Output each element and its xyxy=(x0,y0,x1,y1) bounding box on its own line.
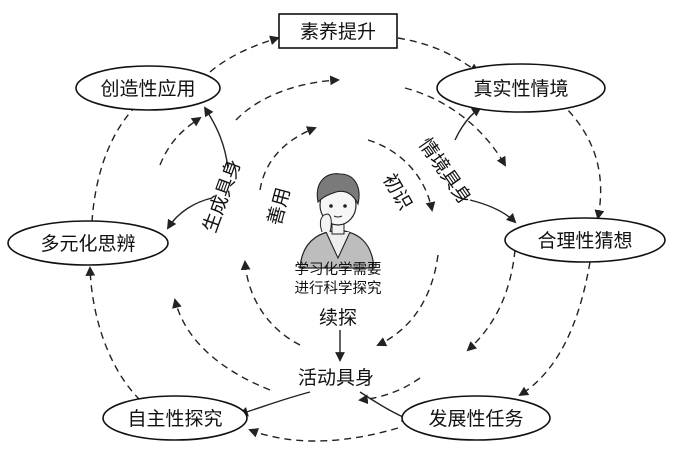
node-top-right-ellipse xyxy=(436,63,606,113)
outer-arrow-right-lower xyxy=(518,261,591,397)
solid-arrow-to-diverse xyxy=(166,197,213,230)
inner-arrow-bottom-right xyxy=(376,254,439,347)
inner-arrow-bottom-left xyxy=(240,260,301,346)
node-top: 素养提升 xyxy=(278,13,398,49)
inner-arrow-top-right xyxy=(367,139,436,212)
node-top-label: 素养提升 xyxy=(300,21,376,43)
node-bottom-left-ellipse xyxy=(102,395,248,441)
student-illustration xyxy=(299,173,375,269)
outer-arrow-top-left xyxy=(209,35,280,73)
middle-arrow-right xyxy=(466,249,516,352)
node-bottom-left: 自主性探究 xyxy=(102,395,248,441)
center-caption-line-2: 进行科学探究 xyxy=(295,280,382,297)
outer-arrow-left-upper xyxy=(91,100,142,223)
student-collar xyxy=(325,231,351,260)
middle-arrow-top-right xyxy=(404,87,506,167)
node-top-right: 真实性情境 xyxy=(436,63,606,113)
word-continue-explore: 续探 xyxy=(319,307,357,329)
student-hand xyxy=(319,213,332,233)
node-top-left-ellipse xyxy=(75,65,221,111)
student-mouth xyxy=(333,215,343,218)
node-bottom-right: 发展性任务 xyxy=(401,395,551,441)
node-top-right-label: 真实性情境 xyxy=(473,78,568,100)
node-bottom-left-label: 自主性探究 xyxy=(127,408,222,430)
student-eye-left xyxy=(329,204,333,208)
outer-cycle xyxy=(85,35,605,442)
node-mid-left-ellipse xyxy=(7,220,169,266)
word-first-know: 初识 xyxy=(378,170,416,214)
outer-arrow-bottom xyxy=(248,427,399,442)
middle-arrow-left xyxy=(159,116,202,166)
node-mid-right: 合理性猜想 xyxy=(504,217,666,263)
student-eye-right xyxy=(343,204,347,208)
node-top-left-label: 创造性应用 xyxy=(100,78,195,100)
node-mid-right-label: 合理性猜想 xyxy=(537,230,632,252)
middle-arrow-bottom-right xyxy=(358,377,421,405)
center-caption-line-1: 学习化学需要 xyxy=(295,261,382,278)
label-situational-embodiment: 情境具身 xyxy=(414,134,476,209)
solid-arrow-to-creative xyxy=(203,106,229,169)
solid-arrow-to-reasonable xyxy=(469,199,517,224)
word-good-use: 善用 xyxy=(264,185,295,227)
outer-arrow-top-right xyxy=(397,37,480,74)
node-top-left: 创造性应用 xyxy=(75,65,221,111)
inner-cycle xyxy=(240,126,439,347)
outer-arrow-left-lower xyxy=(85,266,141,401)
node-mid-left-label: 多元化思辨 xyxy=(40,233,135,255)
middle-arrow-bottom-left xyxy=(172,298,271,391)
node-mid-left: 多元化思辨 xyxy=(7,220,169,266)
node-bottom-right-ellipse xyxy=(401,395,551,441)
solid-arrow-to-real xyxy=(454,106,482,141)
node-top-box xyxy=(278,13,398,49)
outer-arrow-right-upper xyxy=(559,101,605,220)
node-bottom-right-label: 发展性任务 xyxy=(428,408,523,430)
solid-arrow-to-autonomous xyxy=(238,391,311,417)
middle-cycle xyxy=(159,75,516,405)
label-generative-embodiment: 生成具身 xyxy=(199,156,246,235)
node-mid-right-ellipse xyxy=(504,217,666,263)
student-hair xyxy=(316,173,360,206)
inner-arrow-top-left xyxy=(259,126,317,191)
label-activity-embodiment: 活动具身 xyxy=(298,367,374,389)
middle-arrow-top xyxy=(235,75,340,121)
